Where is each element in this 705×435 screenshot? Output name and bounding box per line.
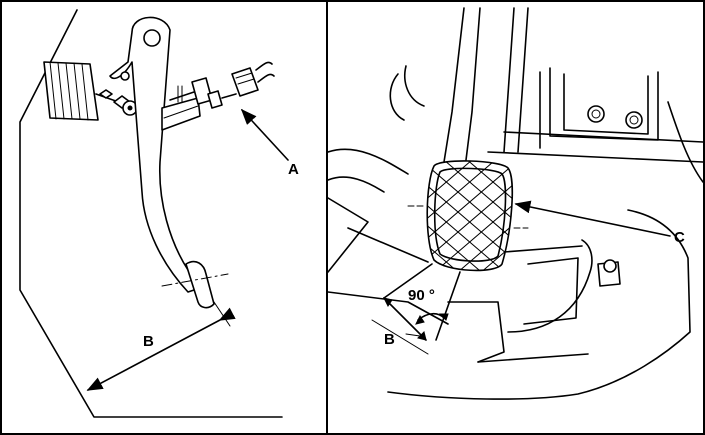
angle-label: 90 °	[408, 287, 435, 304]
brake-pedal-pad	[407, 160, 529, 272]
footwell-structure	[328, 7, 703, 400]
pedal-pad-view: 90 ° B C	[328, 7, 703, 400]
brake-light-switch	[169, 61, 275, 109]
pedal-side-view: A B	[19, 9, 299, 418]
panel-divider	[326, 2, 328, 433]
callout-b-label-right: B	[384, 331, 395, 348]
firewall-outline	[19, 9, 283, 418]
brake-pedal-arm	[109, 16, 229, 309]
callout-a-leader	[240, 108, 289, 161]
callout-c-label: C	[674, 229, 685, 246]
callout-b-label: B	[143, 333, 154, 350]
pedal-angle-measurement	[371, 263, 461, 355]
pedal-height-dimension	[86, 307, 236, 391]
pedal-pad-view-panel: 90 ° B C	[328, 2, 703, 433]
callout-a-label: A	[288, 161, 299, 178]
pedal-side-view-panel: A B	[2, 2, 326, 433]
callout-c-leader	[514, 200, 671, 237]
